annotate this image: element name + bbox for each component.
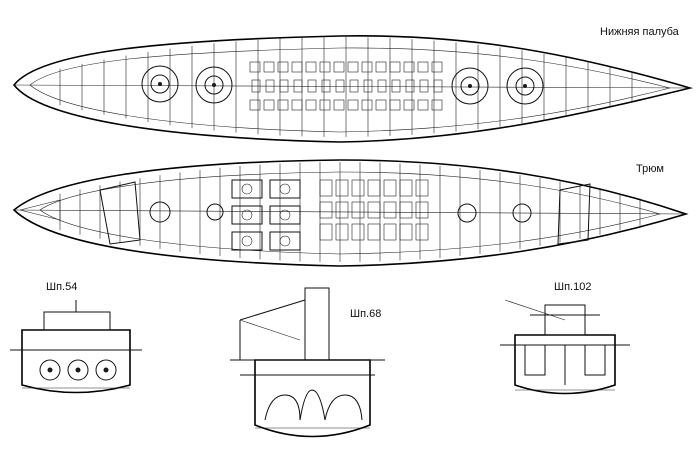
lower-deck-barbette-2 <box>195 66 233 104</box>
label-lower-deck: Нижняя палуба <box>600 26 679 38</box>
label-hold: Трюм <box>636 163 664 175</box>
label-frame-54: Шп.54 <box>46 281 78 293</box>
section-frame-68 <box>230 287 385 438</box>
lower-deck-barbette-4 <box>506 67 544 105</box>
lower-deck-barbette-1 <box>141 65 179 103</box>
hold-plan <box>12 159 689 267</box>
label-frame-102: Шп.102 <box>554 281 592 293</box>
label-frame-68: Шп.68 <box>350 308 382 320</box>
section-frame-102 <box>500 299 630 395</box>
lower-deck-barbette-3 <box>451 67 489 105</box>
lower-deck-plan <box>12 35 694 143</box>
section-frame-54 <box>10 300 142 394</box>
